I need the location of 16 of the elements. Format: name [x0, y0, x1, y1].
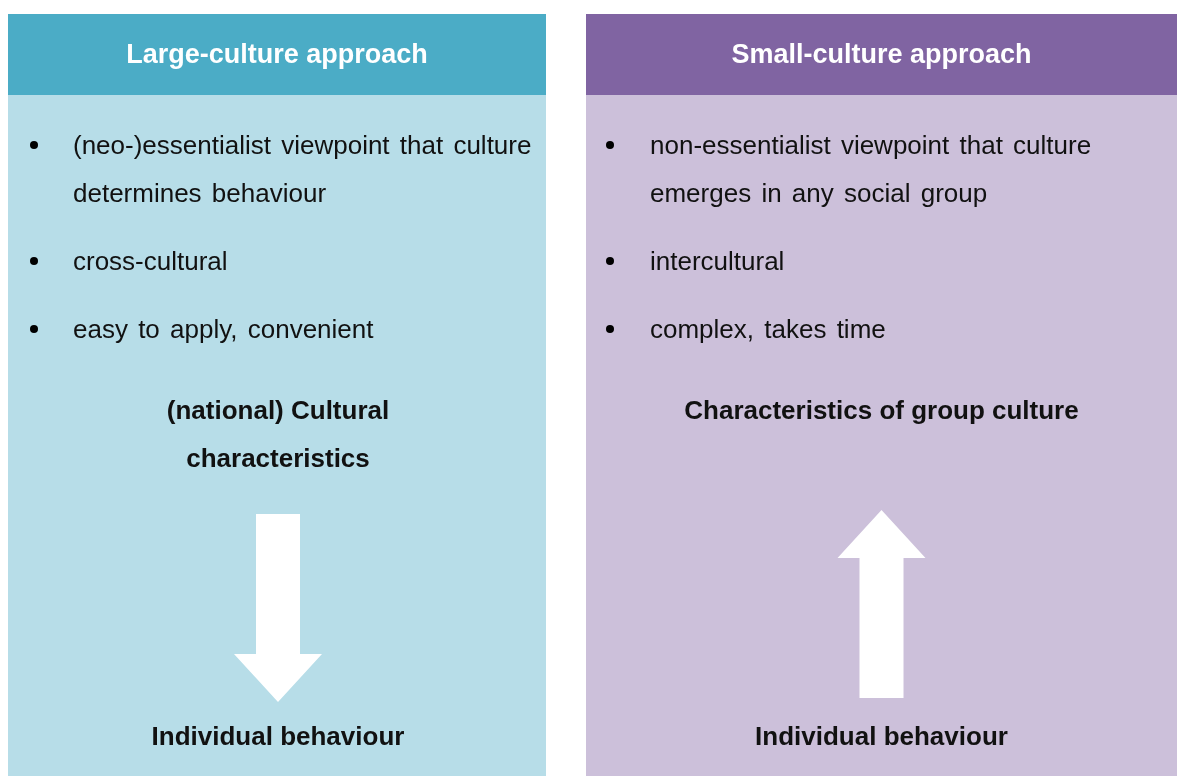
- node-label: Individual behaviour: [151, 720, 405, 753]
- panel-title: Small-culture approach: [586, 14, 1177, 95]
- bullet-text: easy to apply, convenient: [73, 313, 375, 346]
- node-label: Characteristics of group culture: [684, 394, 1079, 427]
- bullet-text: intercultural: [650, 245, 786, 278]
- bullet-text: non-essentialist viewpoint that culture emerges in any social group: [650, 129, 1093, 210]
- bullet-text: complex, takes time: [650, 313, 887, 346]
- panel-title: Large-culture approach: [8, 14, 546, 95]
- bullet-text: cross-cultural: [73, 245, 229, 278]
- comparison-panel: [586, 14, 1177, 776]
- block-arrow: [837, 510, 926, 698]
- node-label: Individual behaviour: [755, 720, 1008, 753]
- bullet-text: (neo-)essentialist viewpoint that culture determines behaviour: [73, 129, 533, 210]
- comparison-panel: [8, 14, 546, 776]
- node-label: (national) Cultural characteristics: [165, 394, 391, 475]
- block-arrow: [234, 514, 322, 702]
